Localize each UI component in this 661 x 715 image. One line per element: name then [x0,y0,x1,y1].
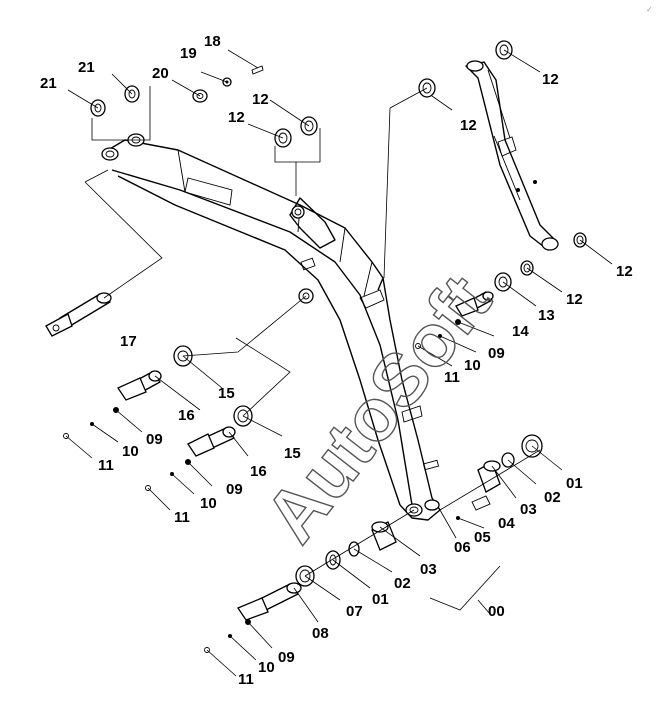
part-label-09: 09 [488,345,505,362]
part-label-21: 21 [40,75,57,92]
part-label-10: 10 [258,659,275,676]
part-label-17: 17 [120,333,137,350]
part-label-01: 01 [566,475,583,492]
part-label-03: 03 [420,561,437,578]
part-label-09: 09 [146,431,163,448]
part-label-15: 15 [218,385,235,402]
part-label-12: 12 [252,91,269,108]
part-label-15: 15 [284,445,301,462]
part-label-09: 09 [278,649,295,666]
leader-lines [65,49,613,677]
part-label-00: 00 [488,603,505,620]
part-label-02: 02 [544,489,561,506]
part-label-14: 14 [512,323,529,340]
part-label-12: 12 [460,117,477,134]
part-label-12: 12 [616,263,633,280]
part-label-11: 11 [444,369,460,386]
part-label-12: 12 [566,291,583,308]
part-label-06: 06 [454,539,471,556]
part-label-13: 13 [538,307,555,324]
part-label-08: 08 [312,625,329,642]
part-label-11: 11 [98,457,114,474]
part-label-16: 16 [178,407,195,424]
part-label-21: 21 [78,59,95,76]
part-label-18: 18 [204,33,221,50]
fasteners [63,319,461,653]
part-label-10: 10 [464,357,481,374]
part-label-10: 10 [200,495,217,512]
part-labels: 21 21 20 19 18 12 12 12 12 12 12 13 14 0… [40,33,633,688]
part-label-05: 05 [474,529,491,546]
part-label-20: 20 [152,65,169,82]
corner-mark: ✓ [646,5,653,14]
part-label-03: 03 [520,501,537,518]
part-label-09: 09 [226,481,243,498]
part-label-04: 04 [498,515,515,532]
part-label-01: 01 [372,591,389,608]
part-label-12: 12 [542,71,559,88]
part-label-02: 02 [394,575,411,592]
part-label-07: 07 [346,603,363,620]
part-label-16: 16 [250,463,267,480]
part-label-11: 11 [238,671,254,688]
part-label-11: 11 [174,509,190,526]
part-label-10: 10 [122,443,139,460]
part-label-12: 12 [228,109,245,126]
autosoft-watermark: AutoSoft [249,260,507,557]
boom-cylinder [465,60,559,251]
part-label-19: 19 [180,45,197,62]
